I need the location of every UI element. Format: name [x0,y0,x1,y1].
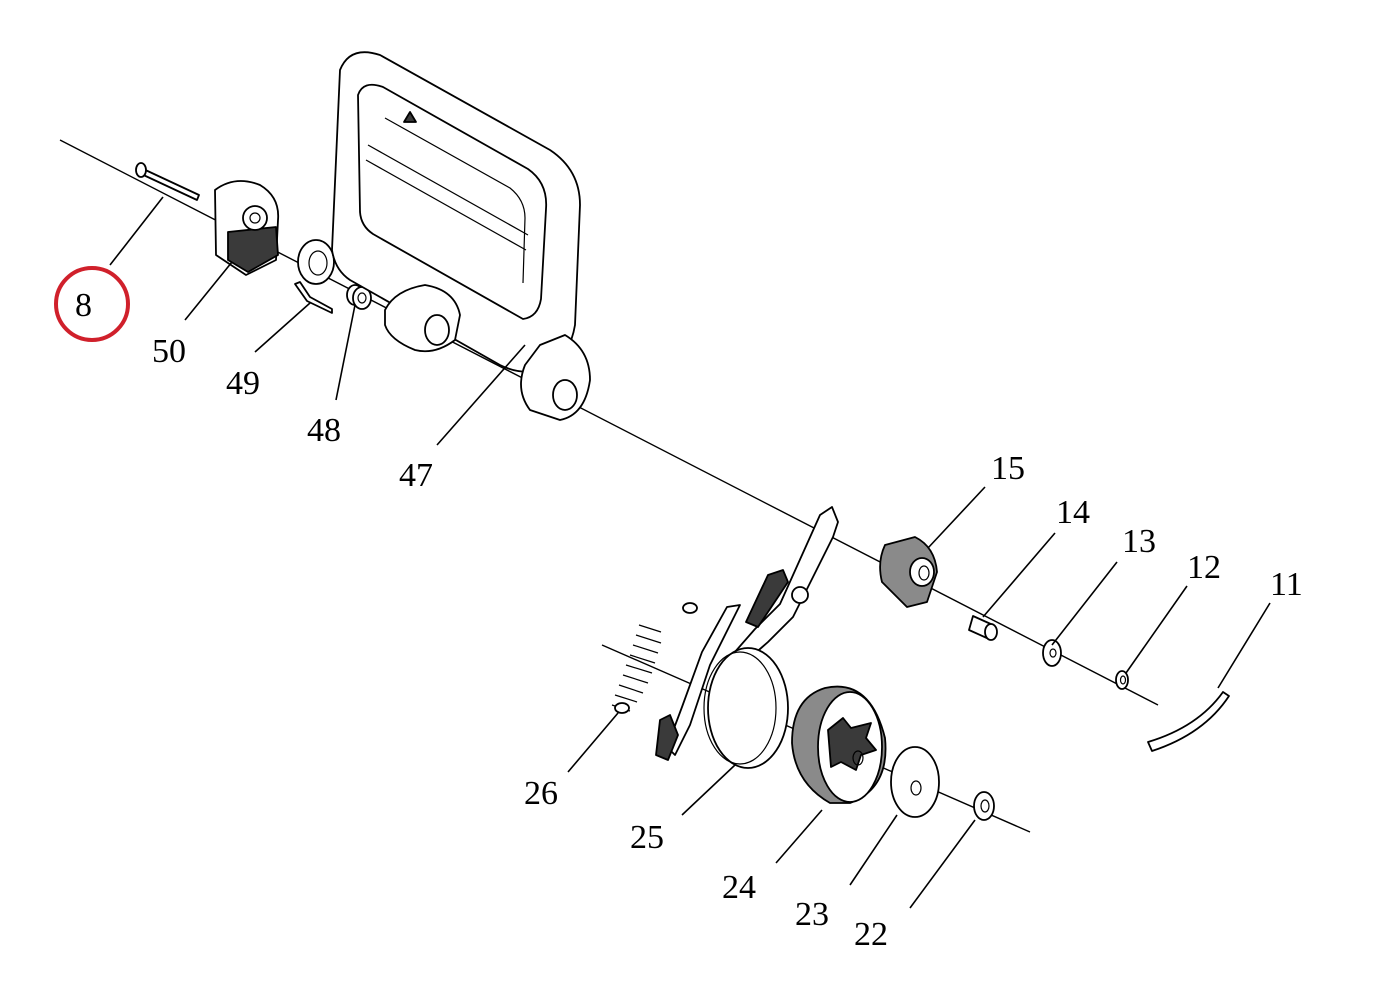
label-48: 48 [307,412,341,449]
part-14-sleeve[interactable] [968,615,998,641]
label-8: 8 [75,287,92,324]
label-11: 11 [1270,566,1303,603]
part-13-washer[interactable] [1042,639,1062,667]
part-50-bracket[interactable] [214,180,280,276]
part-23-washer[interactable] [890,746,940,818]
brake-lever-assembly[interactable] [655,506,839,761]
label-50: 50 [152,333,186,370]
leader-lines [109,196,1271,909]
highlight-ring [54,266,130,342]
part-25-brake-band[interactable] [703,647,789,769]
part-26-spring[interactable] [611,602,698,714]
label-47: 47 [399,457,433,494]
label-12: 12 [1187,549,1221,586]
label-22: 22 [854,916,888,953]
part-12-ring[interactable] [1115,670,1129,690]
part-49-clip[interactable] [294,239,335,314]
part-15-hub[interactable] [879,536,938,608]
label-13: 13 [1122,523,1156,560]
label-15: 15 [991,450,1025,487]
label-14: 14 [1056,494,1090,531]
part-22-clip[interactable] [973,791,995,821]
part-24-clutch-drum[interactable] [791,685,887,804]
label-25: 25 [630,819,664,856]
label-49: 49 [226,365,260,402]
part-8-pin[interactable] [135,162,200,201]
part-47-handle[interactable] [331,51,591,421]
label-24: 24 [722,869,756,906]
label-23: 23 [795,896,829,933]
part-11-strip[interactable] [1147,691,1230,752]
label-26: 26 [524,775,558,812]
part-labels: 8 50 49 48 47 15 14 13 12 11 26 25 24 23… [75,287,1303,953]
